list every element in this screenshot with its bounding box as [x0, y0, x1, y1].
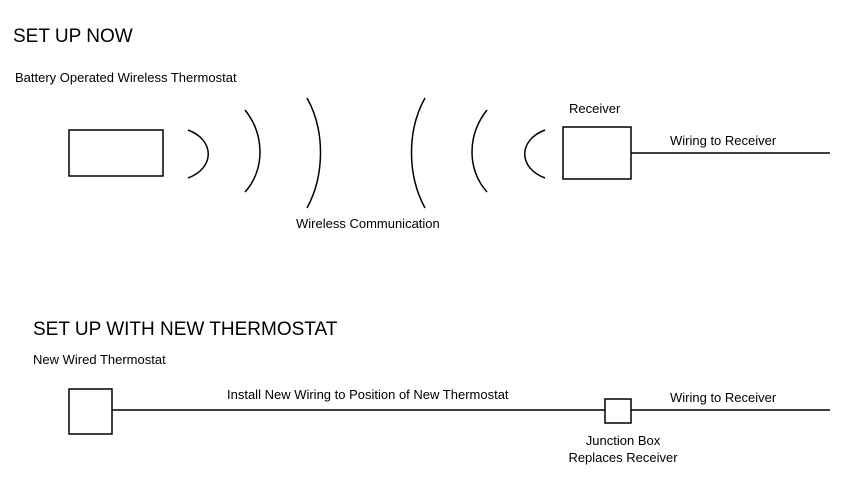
wiring-to-receiver-label-bottom: Wiring to Receiver — [670, 390, 777, 405]
signal-arc-left-large — [410, 97, 426, 209]
wireless-communication-label: Wireless Communication — [296, 216, 440, 231]
junction-box — [604, 398, 632, 424]
wired-thermostat-box — [68, 388, 113, 435]
wired-thermostat-label: New Wired Thermostat — [33, 352, 166, 367]
receiver-box — [562, 126, 632, 180]
signal-arc-right-small — [187, 129, 209, 179]
junction-box-label-line2: Replaces Receiver — [568, 450, 678, 465]
signal-arc-left-medium — [471, 109, 488, 193]
wireless-thermostat-label: Battery Operated Wireless Thermostat — [15, 70, 237, 85]
install-wiring-label: Install New Wiring to Position of New Th… — [227, 387, 509, 402]
receiver-label: Receiver — [569, 101, 621, 116]
signal-arc-left-small — [524, 129, 546, 179]
heading-set-up-now: SET UP NOW — [13, 26, 133, 47]
junction-box-label-line1: Junction Box — [585, 433, 661, 448]
signal-arc-right-medium — [244, 109, 261, 193]
signal-arc-right-large — [306, 97, 322, 209]
wiring-to-receiver-label-top: Wiring to Receiver — [670, 133, 777, 148]
wireless-thermostat-box — [68, 129, 164, 177]
heading-set-up-new: SET UP WITH NEW THERMOSTAT — [33, 319, 338, 340]
